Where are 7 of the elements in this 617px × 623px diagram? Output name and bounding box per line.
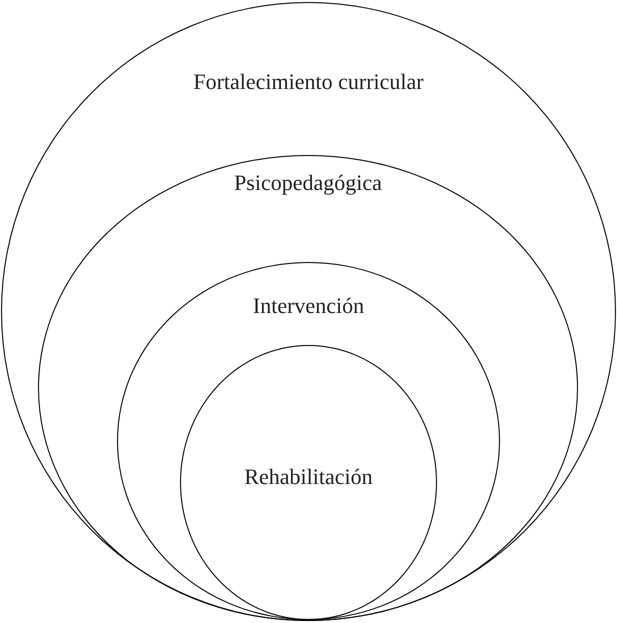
- circle-label: Rehabilitación: [244, 464, 373, 490]
- circle: [180, 345, 437, 620]
- circle: [117, 262, 500, 620]
- circle-label: Psicopedagógica: [234, 170, 382, 196]
- circle: [38, 155, 578, 621]
- circle-label: Intervención: [252, 293, 364, 319]
- circle-label: Fortalecimiento curricular: [193, 69, 424, 95]
